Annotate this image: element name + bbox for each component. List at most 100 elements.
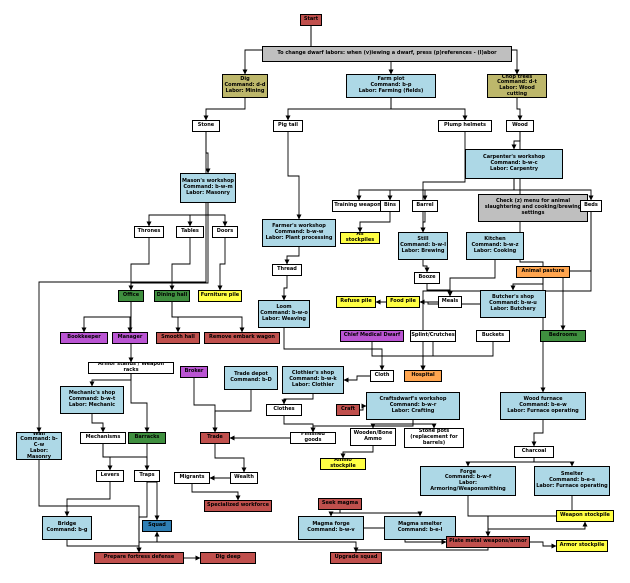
node-thrones: Thrones xyxy=(134,226,164,238)
edge-wall-to-defense xyxy=(38,460,142,553)
edge-bridge-to-defense xyxy=(66,540,142,553)
node-beds: Beds xyxy=(580,200,602,212)
node-butcher: Butcher's shop Command: b-w-u Labor: But… xyxy=(480,290,546,318)
node-traps: Traps xyxy=(134,470,160,482)
edge-craft-to-craftsdwarf xyxy=(360,403,367,411)
node-specialized: Specialized workforce xyxy=(204,500,272,512)
node-woodfurn: Wood furnace Command: b-e-w Labor: Furna… xyxy=(500,392,586,420)
edge-traps-to-defense xyxy=(136,482,148,553)
node-training: Training weapons xyxy=(332,200,386,212)
node-remove: Remove embark wagon xyxy=(204,332,280,344)
node-cmd: Chief Medical Dwarf xyxy=(340,330,404,342)
node-upgrade: Upgrade squad xyxy=(330,552,382,564)
node-hospital: Hospital xyxy=(404,370,442,382)
node-levers: Levers xyxy=(96,470,124,482)
node-magsmelter: Magma smelter Command: b-e-l xyxy=(384,516,456,540)
node-plate: Plate metal weapons/armor xyxy=(446,536,530,548)
node-stonepots: Stone pots (replacement for barrels) xyxy=(404,428,464,448)
edge-kitchen-to-meals xyxy=(447,260,496,297)
node-mechanic: Mechanic's shop Command: b-w-t Labor: Me… xyxy=(60,386,124,414)
node-kitchen: Kitchen Command: b-w-z Labor: Cooking xyxy=(466,232,524,260)
edge-charcoal-to-smelter xyxy=(533,458,575,467)
node-smelter: Smelter Command: b-e-s Labor: Furnace op… xyxy=(534,466,610,496)
edge-plump-to-still xyxy=(420,132,466,233)
edge-barracks-to-squad xyxy=(146,444,160,521)
edge-trade-to-wealth xyxy=(214,444,247,473)
node-mason: Mason's workshop Command: b-w-m Labor: M… xyxy=(180,173,236,203)
node-tables: Tables xyxy=(176,226,204,238)
edge-pigtail-to-farmer xyxy=(287,132,302,220)
edge-mason-to-doors xyxy=(207,203,228,227)
node-defense: Prepare fortress defense xyxy=(94,552,184,564)
node-start: Start xyxy=(300,14,322,26)
node-wealth: Wealth xyxy=(230,472,258,484)
edge-mason-to-armor xyxy=(128,203,209,363)
node-wood: Wood xyxy=(506,120,534,132)
node-allstock: All stockpiles xyxy=(340,232,380,244)
edge-plate-to-weappile xyxy=(487,521,588,536)
edge-office-to-manager xyxy=(127,302,133,333)
edge-dining-to-remove xyxy=(171,302,245,333)
node-wbammo: Wooden/Bone Ammo xyxy=(350,428,396,446)
edge-stone-to-wall xyxy=(36,132,207,433)
edge-barrel-to-still xyxy=(420,212,426,233)
edge-clothier-to-clothes xyxy=(281,394,314,405)
edge-depot-to-trade xyxy=(212,390,252,433)
node-mechanisms: Mechanisms xyxy=(80,432,126,444)
node-carp: Carpenter's workshop Command: b-w-c Labo… xyxy=(465,149,563,179)
node-pigtail: Pig tail xyxy=(273,120,303,132)
node-farm: Farm plot Command: b-p Labor: Farming (f… xyxy=(346,74,436,98)
node-dig: Dig Command: d-d Labor: Mining xyxy=(222,74,268,98)
edge-dig-to-stone xyxy=(203,98,246,121)
edge-mechanic-to-mechanisms xyxy=(91,414,106,433)
edge-carp-to-beds xyxy=(513,179,594,201)
node-craftsdwarf: Craftsdwarf's workshop Command: b-w-r La… xyxy=(366,392,460,420)
edge-clothes-to-finished xyxy=(283,416,316,433)
node-bookkeeper: Bookkeeper xyxy=(60,332,108,344)
edge-smelter-to-plate xyxy=(485,496,573,537)
node-smooth: Smooth hall xyxy=(156,332,200,344)
node-craft: Craft xyxy=(336,404,360,416)
node-booze: Booze xyxy=(414,272,440,284)
node-squad: Squad xyxy=(142,520,172,532)
node-wall: Wall Command: b-C-w Labor: Masonry xyxy=(16,432,62,460)
node-trade: Trade xyxy=(200,432,230,444)
node-loom: Loom Command: b-w-o Labor: Weaving xyxy=(258,300,310,328)
node-barrel: Barrel xyxy=(412,200,438,212)
node-depot: Trade depot Command: b-D xyxy=(224,366,278,390)
node-armor: Armor stands / Weapon racks xyxy=(88,362,174,374)
node-ammopile: Ammo stockpile xyxy=(320,458,366,470)
edge-pasture-to-butcher xyxy=(510,278,544,291)
edge-booze-to-meals xyxy=(426,284,453,297)
node-dining: Dining hall xyxy=(154,290,190,302)
edge-levers-to-bridge xyxy=(64,482,111,517)
edge-mason-to-thrones xyxy=(146,203,209,227)
node-clothes: Clothes xyxy=(266,404,302,416)
edge-wood-to-carp xyxy=(511,132,521,150)
node-meals: Meals xyxy=(438,296,462,308)
node-doors: Doors xyxy=(212,226,238,238)
edge-chop-to-wood xyxy=(516,98,523,121)
edge-upgrade-to-squad xyxy=(154,531,357,552)
node-manager: Manager xyxy=(112,332,148,344)
edge-doors-to-furnpile xyxy=(217,238,226,291)
node-forge: Forge Command: b-w-f Labor: Armoring/Wea… xyxy=(420,466,516,496)
node-still: Still Command: b-w-l Labor: Brewing xyxy=(398,232,448,260)
node-refuse: Refuse pile xyxy=(336,296,376,308)
node-armorpile: Armor stockpile xyxy=(556,540,608,552)
node-tip: To change dwarf labors: when (v)iewing a… xyxy=(262,46,512,62)
node-foodpile: Food pile xyxy=(386,296,420,308)
edge-armor-to-barracks xyxy=(130,374,150,433)
edge-magma-to-magsmelter xyxy=(339,510,423,517)
edge-squad-to-defense xyxy=(136,532,158,553)
node-weappile: Weapon stockpile xyxy=(556,510,614,522)
node-magforge: Magma forge Command: b-w-v xyxy=(298,516,364,540)
edge-charcoal-to-forge xyxy=(465,458,535,467)
edge-bins-to-allstock xyxy=(357,212,391,233)
edge-forge-to-plate xyxy=(467,496,491,537)
node-barracks: Barracks xyxy=(128,432,166,444)
edge-still-to-booze xyxy=(422,260,430,273)
node-buckets: Buckets xyxy=(476,330,510,342)
node-magma: Seek magma xyxy=(318,498,362,510)
